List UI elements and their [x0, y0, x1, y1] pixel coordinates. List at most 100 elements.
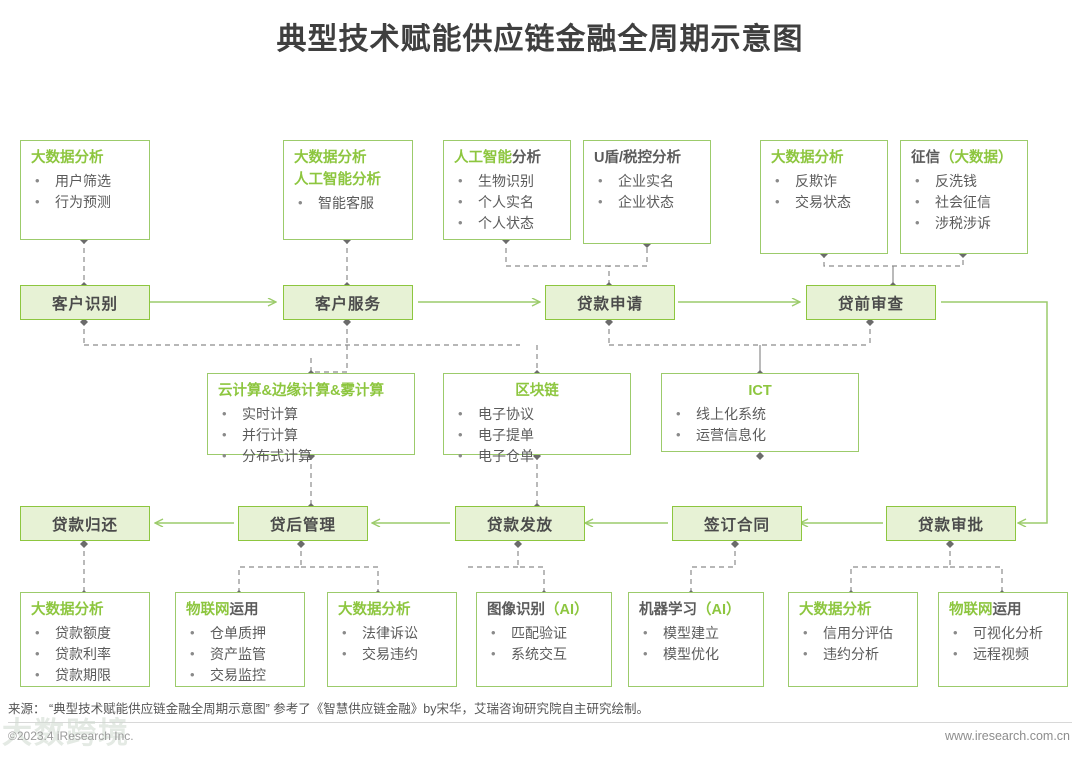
header-part: 大数据分析 [31, 602, 104, 618]
tech-card-top-2[interactable]: 人工智能分析 生物识别 个人实名 个人状态 [443, 140, 571, 240]
card-item-list: 企业实名 企业状态 [594, 170, 704, 213]
tech-card-bot-0[interactable]: 大数据分析 贷款额度 贷款利率 贷款期限 [20, 592, 150, 687]
tech-card-bot-5[interactable]: 大数据分析 信用分评估 违约分析 [788, 592, 918, 687]
card-item-list: 线上化系统 运营信息化 [672, 403, 852, 446]
header-part: 分析 [512, 150, 541, 166]
list-item: 法律诉讼 [338, 622, 450, 644]
tech-card-bot-3[interactable]: 图像识别（AI） 匹配验证 系统交互 [476, 592, 612, 687]
card-item-list: 可视化分析 远程视频 [949, 622, 1061, 665]
card-item-list: 仓单质押 资产监管 交易监控 [186, 622, 298, 686]
process-label: 贷款申请 [576, 295, 643, 313]
website-link[interactable]: www.iresearch.com.cn [944, 729, 1070, 743]
card-header: 大数据分析 [294, 149, 406, 168]
list-item: 行为预测 [31, 191, 143, 213]
list-item: 交易违约 [338, 643, 450, 665]
card-header: U盾/税控分析 [594, 149, 704, 168]
list-item: 实时计算 [218, 403, 408, 425]
card-item-list: 反欺诈 交易状态 [771, 170, 881, 213]
process-label: 贷款归还 [51, 516, 118, 534]
header-part: ICT [748, 383, 772, 399]
tech-card-mid-0[interactable]: 云计算&边缘计算&雾计算 实时计算 并行计算 分布式计算 [207, 373, 415, 466]
process-node-loan-application[interactable]: 贷款申请 [545, 285, 675, 320]
card-item-list: 电子协议 电子提单 电子仓单 [454, 403, 624, 467]
list-item: 违约分析 [799, 643, 911, 665]
list-item: 信用分评估 [799, 622, 911, 644]
card-item-list: 模型建立 模型优化 [639, 622, 757, 665]
header-part: 云计算&边缘计算&雾计算 [218, 383, 384, 399]
card-header: 区块链 [454, 382, 624, 401]
process-node-loan-repayment[interactable]: 贷款归还 [20, 506, 150, 541]
process-label: 贷款发放 [486, 516, 553, 534]
list-item: 生物识别 [454, 170, 564, 192]
list-item: 匹配验证 [487, 622, 605, 644]
header-part: （大数据） [940, 150, 1013, 166]
card-header: 大数据分析 [31, 601, 143, 620]
footer-divider [8, 722, 1072, 723]
process-node-customer-service[interactable]: 客户服务 [283, 285, 413, 320]
process-node-pre-loan-review[interactable]: 贷前审查 [806, 285, 936, 320]
process-node-contract-signing[interactable]: 签订合同 [672, 506, 802, 541]
tech-card-bot-4[interactable]: 机器学习（AI） 模型建立 模型优化 [628, 592, 764, 687]
list-item: 个人实名 [454, 191, 564, 213]
header-part: 大数据分析 [799, 602, 872, 618]
tech-card-top-1[interactable]: 大数据分析 人工智能分析 智能客服 [283, 140, 413, 240]
process-node-loan-approval[interactable]: 贷款审批 [886, 506, 1016, 541]
process-label: 贷款审批 [917, 516, 984, 534]
process-label: 贷前审查 [837, 295, 904, 313]
tech-card-bot-6[interactable]: 物联网运用 可视化分析 远程视频 [938, 592, 1068, 687]
tech-card-bot-2[interactable]: 大数据分析 法律诉讼 交易违约 [327, 592, 457, 687]
card-header-line2: 人工智能分析 [294, 171, 406, 190]
header-part: 大数据分析 [771, 150, 844, 166]
card-item-list: 法律诉讼 交易违约 [338, 622, 450, 665]
card-header: 图像识别（AI） [487, 601, 605, 620]
header-part: 大数据分析 [338, 602, 411, 618]
list-item: 交易状态 [771, 191, 881, 213]
header-part: 征信 [911, 150, 940, 166]
tech-card-top-0[interactable]: 大数据分析 用户筛选 行为预测 [20, 140, 150, 240]
card-item-list: 信用分评估 违约分析 [799, 622, 911, 665]
card-item-list: 生物识别 个人实名 个人状态 [454, 170, 564, 234]
card-item-list: 反洗钱 社会征信 涉税涉诉 [911, 170, 1021, 234]
process-node-customer-identification[interactable]: 客户识别 [20, 285, 150, 320]
process-label: 客户服务 [314, 295, 381, 313]
header-part: 人工智能 [454, 150, 512, 166]
header-part: 人工智能分析 [294, 172, 381, 188]
list-item: 用户筛选 [31, 170, 143, 192]
tech-card-top-5[interactable]: 征信（大数据） 反洗钱 社会征信 涉税涉诉 [900, 140, 1028, 254]
card-header: 物联网运用 [186, 601, 298, 620]
tech-card-top-4[interactable]: 大数据分析 反欺诈 交易状态 [760, 140, 888, 254]
list-item: 贷款期限 [31, 664, 143, 686]
tech-card-mid-1[interactable]: 区块链 电子协议 电子提单 电子仓单 [443, 373, 631, 466]
header-part: （AI） [697, 602, 741, 618]
header-part: 图像识别 [487, 602, 545, 618]
list-item: 线上化系统 [672, 403, 852, 425]
list-item: 企业状态 [594, 191, 704, 213]
header-part: 运用 [992, 602, 1022, 618]
process-node-loan-disbursement[interactable]: 贷款发放 [455, 506, 585, 541]
card-header: 机器学习（AI） [639, 601, 757, 620]
header-part: 大数据分析 [294, 150, 367, 166]
process-node-post-loan-management[interactable]: 贷后管理 [238, 506, 368, 541]
list-item: 电子仓单 [454, 445, 624, 467]
list-item: 反欺诈 [771, 170, 881, 192]
header-part: 运用 [229, 602, 259, 618]
card-item-list: 匹配验证 系统交互 [487, 622, 605, 665]
tech-card-mid-2[interactable]: ICT 线上化系统 运营信息化 [661, 373, 859, 452]
card-item-list: 贷款额度 贷款利率 贷款期限 [31, 622, 143, 686]
card-header: 物联网运用 [949, 601, 1061, 620]
card-header: ICT [672, 382, 852, 401]
page-title: 典型技术赋能供应链金融全周期示意图 [276, 22, 804, 57]
list-item: 模型建立 [639, 622, 757, 644]
list-item: 仓单质押 [186, 622, 298, 644]
list-item: 可视化分析 [949, 622, 1061, 644]
process-label: 客户识别 [51, 295, 118, 313]
tech-card-top-3[interactable]: U盾/税控分析 企业实名 企业状态 [583, 140, 711, 244]
list-item: 分布式计算 [218, 445, 408, 467]
card-header: 大数据分析 [799, 601, 911, 620]
card-header: 大数据分析 [771, 149, 881, 168]
tech-card-bot-1[interactable]: 物联网运用 仓单质押 资产监管 交易监控 [175, 592, 305, 687]
list-item: 智能客服 [294, 192, 406, 214]
source-note: 来源： “典型技术赋能供应链金融全周期示意图” 参考了《智慧供应链金融》by宋华… [8, 702, 649, 716]
copyright-text: ©2023.4 iResearch Inc. [8, 729, 134, 743]
